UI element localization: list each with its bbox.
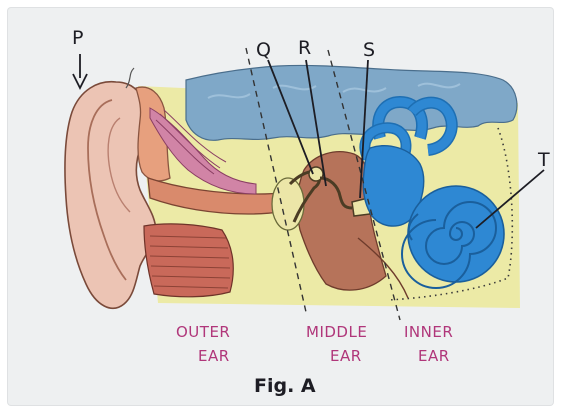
region-outer-line2: EAR <box>198 347 230 365</box>
region-outer-line1: OUTER <box>176 323 230 341</box>
label-s: S <box>363 39 375 61</box>
eardrum <box>272 178 304 230</box>
label-t: T <box>537 149 550 171</box>
region-middle-line1: MIDDLE <box>306 323 367 341</box>
label-q: Q <box>256 39 271 61</box>
figure-caption: Fig. A <box>254 375 316 397</box>
ear-diagram: P Q R S T OUTER EAR MIDDLE EAR INNER EAR… <box>8 8 553 405</box>
region-inner-line2: EAR <box>418 347 450 365</box>
region-middle-line2: EAR <box>330 347 362 365</box>
label-r: R <box>298 37 311 59</box>
region-inner-line1: INNER <box>404 323 453 341</box>
diagram-frame: P Q R S T OUTER EAR MIDDLE EAR INNER EAR… <box>8 8 553 405</box>
label-p: P <box>72 27 83 49</box>
